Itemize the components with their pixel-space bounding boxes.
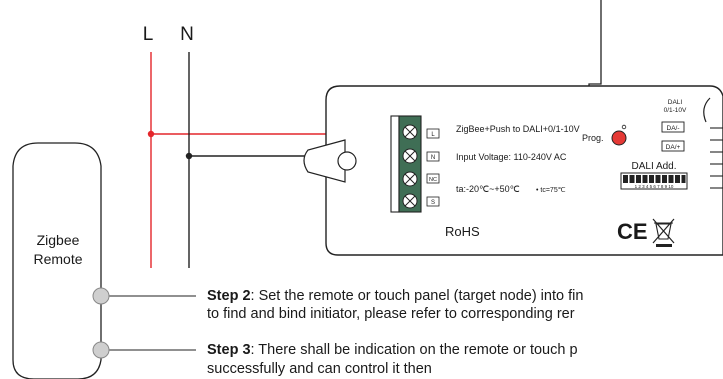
mounting-hole [337,151,357,171]
product-line-text: ZigBee+Push to DALI+0/1-10V [456,124,580,134]
prog-label: Prog. [582,133,604,143]
remote-button-bottom[interactable] [92,341,110,359]
neutral-junction-dot [185,152,193,160]
tc-text: • tc=75℃ [536,187,566,194]
dali-address-label: DALI Add. [631,161,676,172]
weee-bin-icon [652,218,675,247]
prog-indicator-led [621,124,627,130]
mounting-tab [303,139,346,183]
ce-mark: CE [617,219,648,244]
step2-line1: Step 2: Set the remote or touch panel (t… [207,288,584,304]
rohs-text: RoHS [445,224,480,239]
dali-header-line2: 0/1-10V [664,107,687,114]
step3-line1: Step 3: There shall be indication on the… [207,342,578,358]
step3-line2: successfully and can control it then [207,361,432,377]
terminal-screw-n [402,148,418,164]
terminal-screw-nc [402,171,418,187]
dali-terminal-positive: DA/+ [666,144,681,151]
input-voltage-text: Input Voltage: 110-240V AC [456,152,567,162]
step2-line2: to find and bind initiator, please refer… [207,306,575,322]
terminal-label-nc: NC [429,177,437,183]
terminal-label-n: N [431,155,435,161]
remote-label-line2: Remote [33,251,82,267]
dip-numbers: 1 2 3 4 5 6 7 8 9 10 [635,184,674,189]
remote-button-top[interactable] [92,287,110,305]
controller-device [303,85,723,256]
terminal-label-l: L [431,132,435,138]
dali-terminal-negative: DA/- [667,125,680,132]
dip-switch[interactable] [620,172,688,190]
terminal-screw-l [402,124,418,140]
terminal-label-s: S [431,200,435,206]
dali-header-line1: DALI [668,99,683,106]
live-wire-label: L [143,24,154,45]
remote-label-line1: Zigbee [37,232,80,248]
temperature-text: ta:-20℃~+50℃ [456,184,520,194]
live-junction-dot [147,130,155,138]
prog-button[interactable] [611,130,627,146]
neutral-wire-label: N [180,24,194,45]
terminal-screw-s [402,193,418,209]
terminal-block [390,115,422,213]
zigbee-remote [12,142,102,379]
